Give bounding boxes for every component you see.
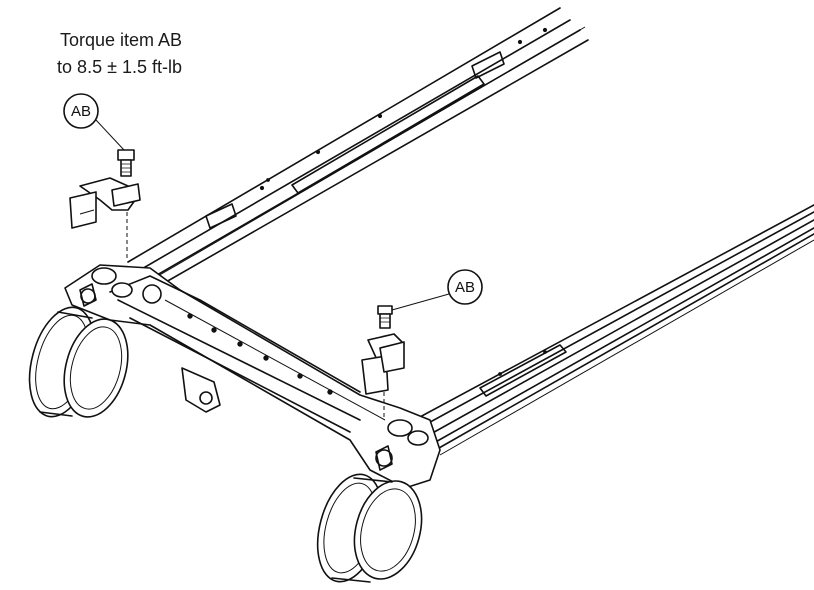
- torque-note-line2: to 8.5 ± 1.5 ft-lb: [57, 57, 182, 77]
- torque-note-line1: Torque item AB: [59, 30, 182, 50]
- callout-right-label: AB: [455, 279, 475, 296]
- callout-left: AB: [63, 93, 125, 151]
- right-fastener-assembly: [361, 305, 405, 420]
- right-side-rail: [404, 204, 814, 456]
- callout-right: AB: [391, 269, 483, 311]
- callout-left-label: AB: [71, 103, 91, 120]
- right-caster: [316, 473, 423, 583]
- left-fastener-assembly: [69, 149, 141, 258]
- left-side-rail: [127, 7, 589, 291]
- torque-note: Torque item AB to 8.5 ± 1.5 ft-lb: [0, 27, 182, 81]
- left-caster: [28, 306, 129, 418]
- cross-member: [64, 264, 441, 489]
